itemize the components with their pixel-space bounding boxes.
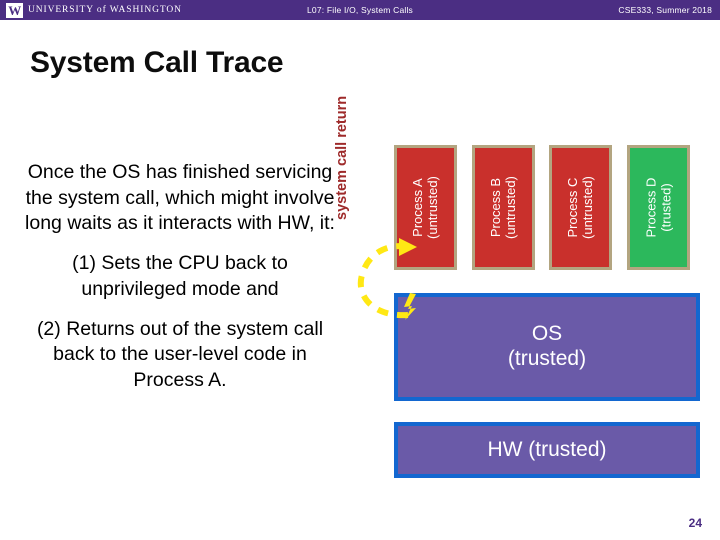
- hw-layer-box: HW (trusted): [394, 422, 700, 478]
- uw-wordmark-text: UNIVERSITY of WASHINGTON: [28, 5, 182, 15]
- course-term-label: CSE333, Summer 2018: [618, 5, 712, 15]
- process-b-trust: (untrusted): [502, 176, 518, 239]
- process-d-name: Process D: [642, 177, 658, 238]
- process-box-b: Process B (untrusted): [472, 145, 535, 270]
- lecture-title: L07: File I/O, System Calls: [306, 5, 413, 15]
- process-a-trust: (untrusted): [424, 176, 440, 239]
- process-box-a: Process A (untrusted): [394, 145, 457, 270]
- page-title: System Call Trace: [30, 46, 284, 79]
- os-line-2: (trusted): [507, 347, 587, 370]
- process-b-name: Process B: [487, 177, 503, 238]
- process-box-d-label: Process D (trusted): [642, 177, 673, 238]
- process-a-name: Process A: [409, 178, 425, 237]
- process-box-c: Process C (untrusted): [549, 145, 612, 270]
- hw-layer-label: HW (trusted): [487, 438, 607, 461]
- process-box-c-label: Process C (untrusted): [564, 176, 595, 239]
- os-line-1: OS: [531, 322, 563, 346]
- uw-logo: W UNIVERSITY of WASHINGTON: [6, 2, 182, 18]
- slide-body-text: Once the OS has finished servicing the s…: [24, 160, 336, 394]
- uw-w-block-icon: W: [6, 2, 23, 18]
- process-box-a-label: Process A (untrusted): [409, 176, 440, 239]
- body-paragraph-1: Once the OS has finished servicing the s…: [25, 161, 335, 235]
- body-paragraph-2: (1) Sets the CPU back to unprivileged mo…: [72, 252, 288, 300]
- process-box-d: Process D (trusted): [627, 145, 690, 270]
- process-box-b-label: Process B (untrusted): [487, 176, 518, 239]
- process-c-name: Process C: [564, 177, 580, 238]
- process-c-trust: (untrusted): [579, 176, 595, 239]
- page-number: 24: [688, 516, 702, 530]
- slide-header-bar: W UNIVERSITY of WASHINGTON L07: File I/O…: [0, 0, 720, 20]
- system-call-return-label: system call return: [334, 95, 350, 220]
- process-d-trust: (trusted): [657, 183, 673, 232]
- os-layer-box: OS (trusted): [394, 293, 700, 401]
- os-layer-label: OS (trusted): [508, 322, 586, 372]
- body-paragraph-3: (2) Returns out of the system call back …: [36, 317, 324, 392]
